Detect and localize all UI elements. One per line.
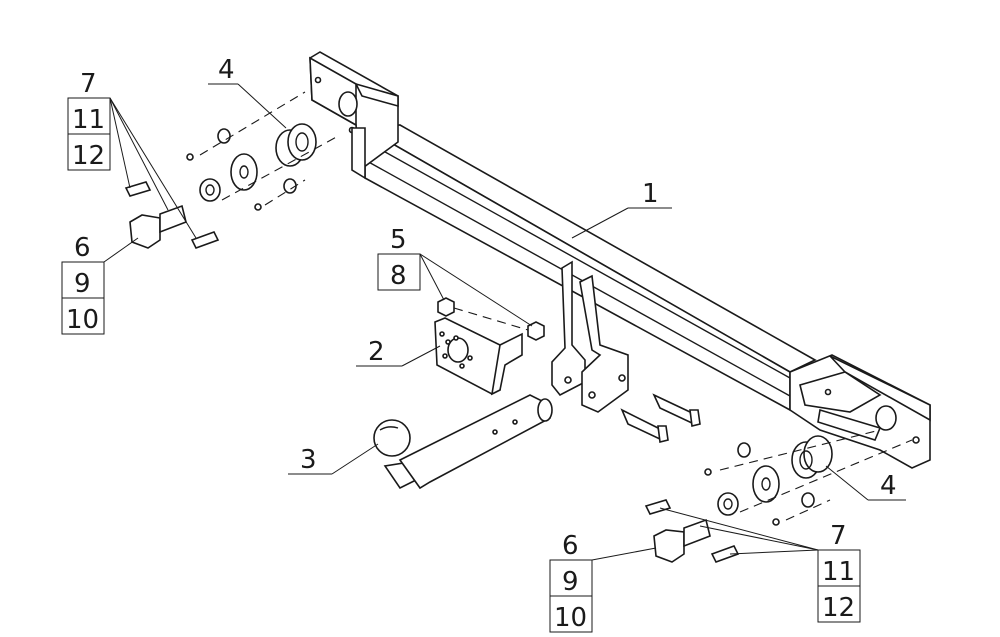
label-2: 2 — [368, 337, 385, 367]
label-4-bottom: 4 — [880, 471, 897, 501]
left-large-washer — [230, 153, 258, 191]
label-9-left: 9 — [74, 269, 91, 299]
left-small-screw-upper — [124, 181, 152, 197]
nut-right — [527, 321, 545, 341]
right-small-screw-upper — [644, 499, 672, 515]
right-large-washer — [752, 465, 780, 503]
right-small-washer-bottom — [801, 492, 815, 508]
right-small-washer-top — [737, 442, 751, 458]
right-mounting-bracket — [789, 354, 931, 469]
left-small-washer-right — [283, 178, 297, 194]
label-1: 1 — [642, 179, 659, 209]
label-4-top: 4 — [218, 55, 235, 85]
left-mounting-bracket — [309, 51, 399, 180]
right-dot-lower — [772, 518, 780, 526]
right-spacer-sleeve — [791, 435, 833, 479]
crossbeam — [362, 124, 817, 412]
left-dot-lower — [254, 203, 262, 211]
label-6-bottom: 6 — [562, 531, 579, 561]
label-5: 5 — [390, 225, 407, 255]
hitch-bolt-upper — [652, 393, 701, 427]
left-hex-bolt — [129, 204, 187, 249]
label-3: 3 — [300, 445, 317, 475]
label-8: 8 — [390, 261, 407, 291]
label-6-left: 6 — [74, 233, 91, 263]
callout-labels: 1 2 3 4 4 5 8 6 9 10 7 11 12 6 9 10 7 11… — [66, 55, 897, 633]
nut-left — [437, 297, 455, 317]
label-11-bottom: 11 — [822, 557, 855, 587]
left-dot-upper — [186, 153, 194, 161]
label-9-bottom: 9 — [562, 567, 579, 597]
socket-bracket — [434, 317, 523, 396]
label-10-bottom: 10 — [554, 603, 587, 633]
label-12-top: 12 — [72, 141, 105, 171]
tow-ball — [373, 394, 553, 490]
left-nut — [199, 178, 221, 202]
right-nut — [717, 492, 739, 516]
leader-lines — [61, 83, 906, 633]
label-7-bottom: 7 — [830, 521, 847, 551]
left-small-screw-lower — [190, 231, 220, 249]
label-7-top: 7 — [80, 69, 97, 99]
left-spacer-sleeve — [275, 123, 317, 167]
left-small-washer-top — [217, 128, 231, 144]
label-10-left: 10 — [66, 305, 99, 335]
right-dot-upper — [704, 468, 712, 476]
hitch-mounting-plate — [551, 260, 629, 413]
hitch-bolt-lower — [620, 408, 669, 443]
label-11-top: 11 — [72, 105, 105, 135]
label-12-bottom: 12 — [822, 593, 855, 623]
